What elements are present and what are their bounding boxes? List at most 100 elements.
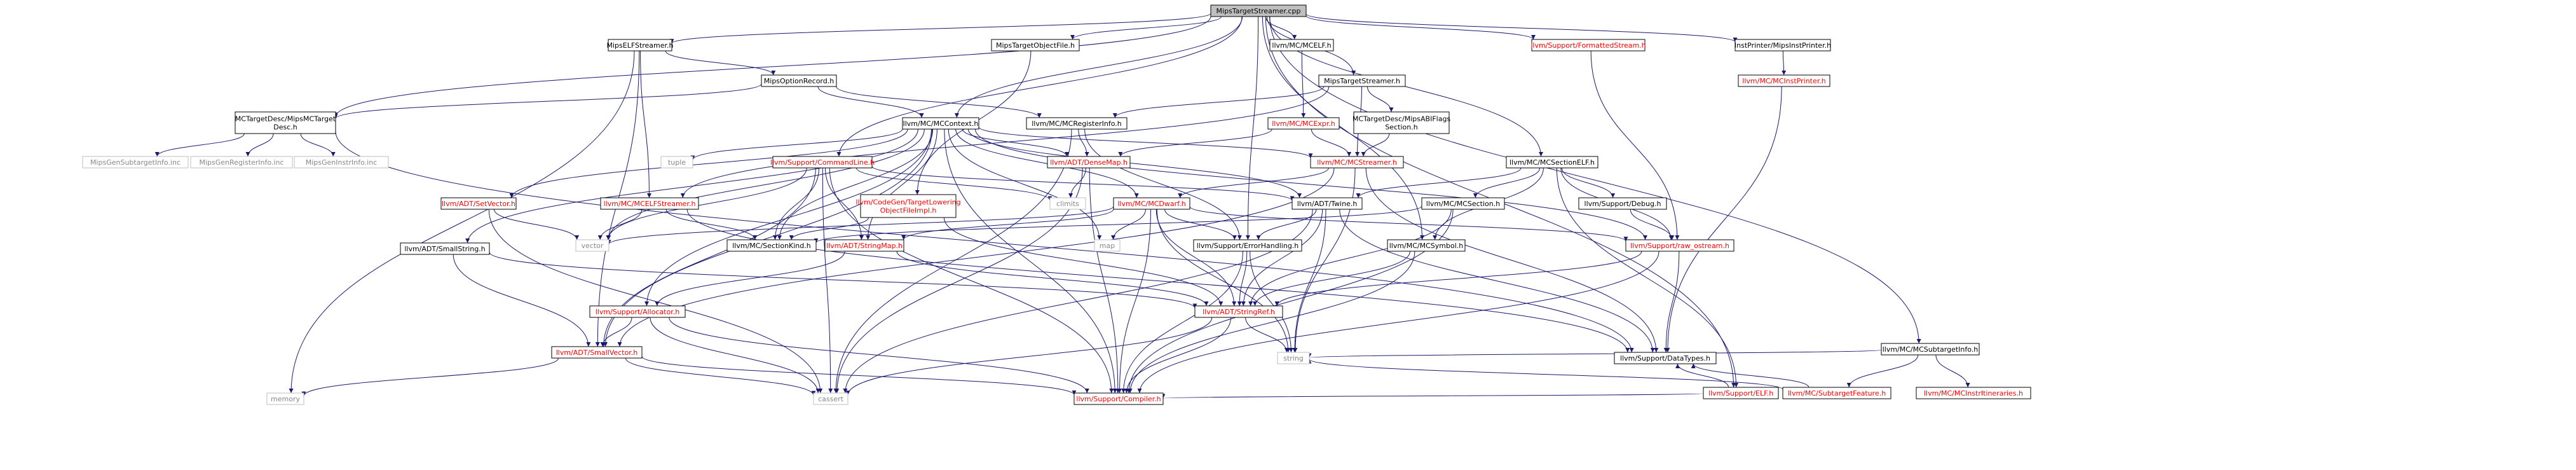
node-label: map	[1100, 242, 1115, 250]
node-box	[1625, 239, 1734, 252]
node-stringref[interactable]: llvm/ADT/StringRef.h	[1194, 305, 1283, 318]
edge-twine-to-cassert	[843, 209, 1313, 394]
node-mcstreamer[interactable]: llvm/MC/MCStreamer.h	[1310, 156, 1404, 169]
node-label: climits	[1056, 200, 1079, 208]
node-label: llvm/MC/MCSymbol.h	[1389, 242, 1464, 250]
node-mcexpr[interactable]: llvm/MC/MCExpr.h	[1267, 117, 1340, 130]
node-label: llvm/MC/MCSubtargetInfo.h	[1883, 345, 1979, 354]
node-label: llvm/ADT/StringRef.h	[1203, 308, 1275, 316]
node-mcelf[interactable]: llvm/MC/MCELF.h	[1269, 39, 1334, 52]
node-label: llvm/Support/Debug.h	[1584, 200, 1661, 208]
node-mipsobjfile[interactable]: MipsTargetObjectFile.h	[991, 39, 1080, 52]
edge-supportelf-to-datatypes	[1675, 363, 1729, 388]
edge-supportelf-to-compiler	[1162, 393, 1704, 399]
node-box	[1026, 117, 1128, 130]
node-box	[1047, 156, 1131, 169]
edge-mcsection-to-mcsectionkind	[814, 205, 1422, 244]
node-errorhandling[interactable]: llvm/Support/ErrorHandling.h	[1193, 239, 1302, 252]
node-mcsection[interactable]: llvm/MC/MCSection.h	[1421, 197, 1505, 210]
node-label: llvm/Support/Compiler.h	[1076, 395, 1161, 403]
node-instrinfoinc: MipsGenInstrInfo.inc	[294, 156, 389, 169]
edge-mcsectionelf-to-mcsection	[1473, 167, 1541, 198]
edge-smallvector-to-memory	[301, 357, 559, 396]
node-box	[813, 392, 848, 405]
node-mcsectionelf[interactable]: llvm/MC/MCSectionELF.h	[1506, 156, 1598, 169]
node-vector: vector	[575, 239, 610, 252]
node-box	[235, 111, 336, 134]
node-mcsubtargetinfo[interactable]: llvm/MC/MCSubtargetInfo.h	[1881, 343, 1980, 356]
edge-twine-to-string	[1292, 209, 1326, 353]
node-rawostream[interactable]: llvm/Support/raw_ostream.h	[1625, 239, 1734, 252]
node-label: llvm/ADT/StringMap.h	[826, 242, 903, 250]
node-subtargetfeature[interactable]: llvm/MC/SubtargetFeature.h	[1782, 387, 1891, 399]
node-setvector[interactable]: llvm/ADT/SetVector.h	[440, 197, 517, 210]
node-mcinstritineraries[interactable]: llvm/MC/MCInstrItineraries.h	[1916, 387, 2031, 399]
edge-stringref-to-compiler	[1124, 317, 1232, 394]
node-box	[1113, 197, 1190, 210]
edge-mcregisterinfo-to-errorhandling	[1084, 128, 1242, 240]
edge-mipsoption-to-mccontext	[817, 86, 924, 118]
edge-twine-to-stringref	[1241, 209, 1323, 307]
node-mipself[interactable]: MipsELFStreamer.h	[606, 39, 674, 52]
edge-mipself-to-mipsoption	[665, 50, 776, 76]
edge-mccontext-to-stringmap	[866, 128, 937, 240]
node-label: llvm/MC/MCInstrItineraries.h	[1924, 389, 2023, 397]
edge-setvector-to-vector	[493, 209, 580, 240]
node-mipsoption[interactable]: MipsOptionRecord.h	[761, 74, 837, 87]
edge-mipstgtstreamer-to-abiflags	[1366, 86, 1394, 113]
node-label: MipsTargetStreamer.h	[1324, 77, 1400, 85]
node-debug[interactable]: llvm/Support/Debug.h	[1578, 197, 1667, 210]
edge-mcinstprinter-to-datatypes	[1665, 86, 1782, 353]
edge-root-to-commandline	[836, 16, 1243, 157]
node-allocator[interactable]: llvm/Support/Allocator.h	[589, 305, 686, 318]
node-mcinstprinter[interactable]: llvm/MC/MCInstPrinter.h	[1738, 74, 1830, 87]
node-smallvector[interactable]: llvm/ADT/SmallVector.h	[551, 346, 643, 359]
node-registerinfoinc: MipsGenRegisterInfo.inc	[190, 156, 293, 169]
node-stringmap[interactable]: llvm/ADT/StringMap.h	[824, 239, 904, 252]
edge-mcexpr-to-densemap	[1118, 128, 1272, 157]
edge-mccontext-to-compiler	[944, 128, 1117, 394]
node-label: llvm/ADT/SmallString.h	[404, 245, 485, 253]
node-codegen[interactable]: llvm/CodeGen/TargetLoweringObjectFileImp…	[855, 194, 961, 218]
node-formattedstream[interactable]: llvm/Support/FormattedStream.h	[1530, 39, 1646, 52]
node-commandline[interactable]: llvm/Support/CommandLine.h	[770, 156, 875, 169]
edge-subtargetfeature-to-datatypes	[1691, 363, 1809, 388]
edge-mccontext-to-mcsectionkind	[777, 128, 934, 240]
node-mccontext[interactable]: llvm/MC/MCContext.h	[902, 117, 979, 130]
edge-commandline-to-compiler	[829, 167, 1114, 394]
edge-mccontext-to-vector	[606, 128, 925, 240]
edge-root-to-mcsubtargetinfo	[1269, 16, 1921, 344]
edge-root-to-mipself	[669, 13, 1211, 44]
node-box	[294, 156, 389, 169]
edge-mcstreamer-to-string	[1293, 167, 1356, 353]
edge-commandline-to-twine	[871, 165, 1295, 201]
node-mcdwarf[interactable]: llvm/MC/MCDwarf.h	[1113, 197, 1190, 210]
node-twine[interactable]: llvm/ADT/Twine.h	[1291, 197, 1363, 210]
node-datatypes[interactable]: llvm/Support/DataTypes.h	[1614, 352, 1717, 364]
node-box	[1881, 343, 1980, 356]
node-label: MipsOptionRecord.h	[764, 77, 834, 85]
edge-commandline-to-stringmap	[825, 167, 864, 240]
edge-errorhandling-to-string	[1250, 251, 1293, 353]
node-mcelfstreamer[interactable]: llvm/MC/MCELFStreamer.h	[600, 197, 699, 210]
node-instprinter[interactable]: InstPrinter/MipsInstPrinter.h	[1734, 39, 1831, 52]
node-smallstring[interactable]: llvm/ADT/SmallString.h	[400, 242, 490, 255]
node-box	[1387, 239, 1466, 252]
node-box	[1703, 387, 1779, 399]
node-mcsymbol[interactable]: llvm/MC/MCSymbol.h	[1387, 239, 1466, 252]
node-mcsectionkind[interactable]: llvm/MC/SectionKind.h	[726, 239, 817, 252]
node-mipstgtstreamer[interactable]: MipsTargetStreamer.h	[1318, 74, 1406, 87]
edge-mcsectionelf-to-debug	[1561, 167, 1616, 198]
node-mcregisterinfo[interactable]: llvm/MC/MCRegisterInfo.h	[1026, 117, 1128, 130]
node-densemap[interactable]: llvm/ADT/DenseMap.h	[1047, 156, 1131, 169]
node-label: tuple	[668, 158, 686, 167]
node-label: llvm/MC/MCDwarf.h	[1117, 200, 1185, 208]
node-label: llvm/MC/MCContext.h	[903, 120, 979, 128]
node-compiler[interactable]: llvm/Support/Compiler.h	[1073, 392, 1164, 405]
edge-densemap-to-compiler	[1089, 167, 1121, 394]
node-supportelf[interactable]: llvm/Support/ELF.h	[1703, 387, 1779, 399]
node-root[interactable]: MipsTargetStreamer.cpp	[1210, 4, 1307, 17]
